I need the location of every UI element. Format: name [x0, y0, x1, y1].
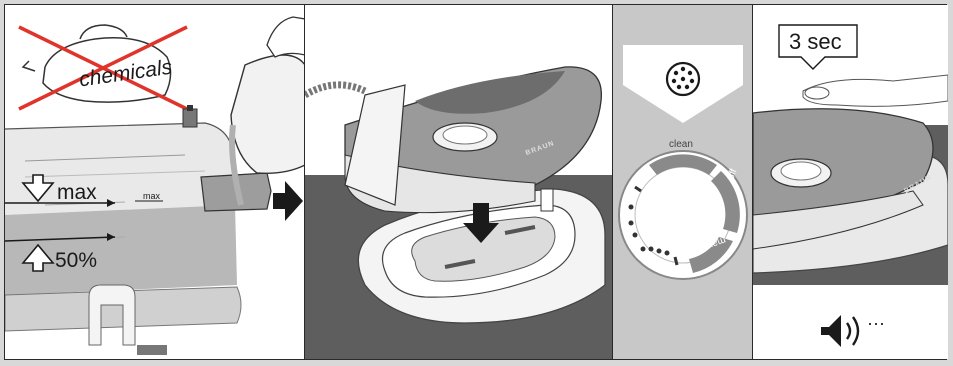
finger [803, 75, 948, 106]
panel-press-button: 3 sec BRAUN ··· [753, 5, 948, 359]
panel-fill-water: chemicals max max 50% [5, 5, 305, 359]
max-level-label: max [57, 181, 97, 205]
instruction-strip: chemicals max max 50% [4, 4, 947, 360]
filled-arrow-right-icon [273, 181, 303, 221]
speaker-sound-icon [821, 315, 858, 347]
panel-place-iron: BRAUN [305, 5, 613, 359]
min-level-label: 50% [55, 249, 97, 273]
sound-dots-label: ··· [867, 313, 885, 334]
place-iron-illustration [305, 5, 613, 359]
descaling-dots-icon [667, 63, 699, 95]
steam-station-tank [5, 105, 241, 355]
tank-max-mark-label: max [143, 191, 160, 201]
steam-hose [305, 85, 365, 95]
duration-label: 3 sec [789, 29, 842, 55]
dial-clean-label: clean [669, 139, 693, 150]
panel-temperature-dial: clean off max [613, 5, 753, 359]
dial-illustration [613, 5, 753, 359]
